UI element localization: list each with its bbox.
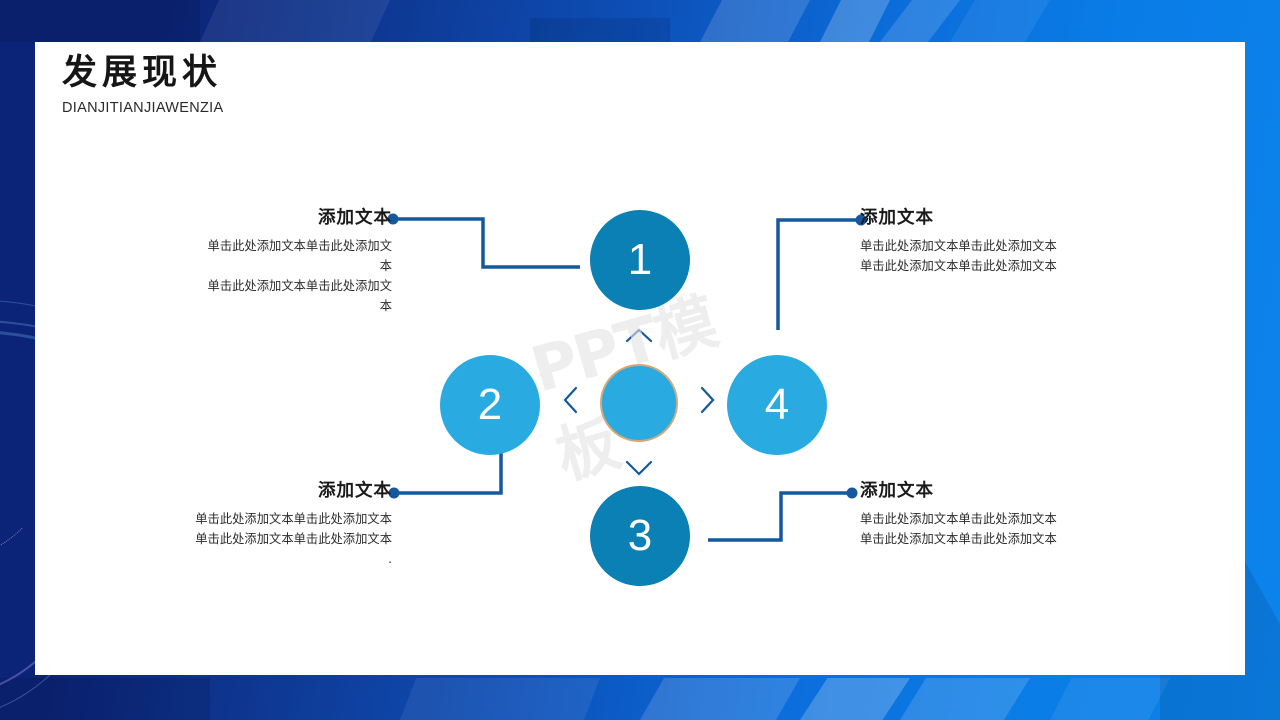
node-label-4: 4	[764, 380, 790, 429]
text-block-bottom-right[interactable]: 添加文本 单击此处添加文本单击此处添加文本 单击此处添加文本单击此处添加文本	[860, 480, 1180, 549]
chevron-down-icon	[625, 460, 653, 476]
text-line: 单击此处添加文本单击此处添加文本	[860, 259, 1057, 273]
text-block-heading: 添加文本	[318, 208, 392, 228]
node-circle-2[interactable]: 2	[440, 355, 540, 455]
text-line: 本	[379, 259, 392, 273]
text-line: 单击此处添加文本单击此处添加文本	[860, 532, 1057, 546]
text-block-body: 单击此处添加文本单击此处添加文本 单击此处添加文本单击此处添加文本 .	[80, 509, 392, 569]
hub-circle[interactable]	[600, 364, 678, 442]
node-circle-1[interactable]: 1	[590, 210, 690, 310]
text-block-heading: 添加文本	[860, 481, 934, 501]
connector-line-1	[395, 217, 580, 269]
connector-lines	[387, 213, 867, 542]
text-line: 单击此处添加文本单击此处添加文本	[195, 512, 392, 526]
text-line: .	[388, 552, 392, 566]
node-label-1: 1	[627, 235, 653, 284]
connector-dot-1	[387, 213, 399, 225]
text-line: 单击此处添加文本单击此处添加文本	[195, 532, 392, 546]
text-block-body: 单击此处添加文本单击此处添加文 本 单击此处添加文本单击此处添加文 本	[95, 236, 392, 316]
node-circle-3[interactable]: 3	[590, 486, 690, 586]
text-block-body: 单击此处添加文本单击此处添加文本 单击此处添加文本单击此处添加文本	[860, 236, 1180, 276]
connector-line-3	[708, 491, 853, 542]
text-block-bottom-left[interactable]: 添加文本 单击此处添加文本单击此处添加文本 单击此处添加文本单击此处添加文本 .	[80, 480, 392, 569]
chevron-right-icon	[700, 386, 715, 414]
diagram-stage: PPT模板 1 2 3 4 添加文本 单击此处添加文本单击此处添加文 本	[35, 42, 1245, 675]
text-block-top-right[interactable]: 添加文本 单击此处添加文本单击此处添加文本 单击此处添加文本单击此处添加文本	[860, 207, 1180, 276]
text-block-top-left[interactable]: 添加文本 单击此处添加文本单击此处添加文 本 单击此处添加文本单击此处添加文 本	[95, 207, 392, 316]
text-block-body: 单击此处添加文本单击此处添加文本 单击此处添加文本单击此处添加文本	[860, 509, 1180, 549]
node-label-2: 2	[477, 380, 503, 429]
text-block-heading: 添加文本	[860, 208, 934, 228]
node-label-3: 3	[627, 511, 653, 560]
connector-line-4	[776, 218, 860, 330]
page-header: 发展现状 DIANJITIANJIAWENZIA	[62, 50, 223, 116]
text-line: 单击此处添加文本单击此处添加文本	[860, 512, 1057, 526]
page-title: 发展现状	[62, 53, 223, 93]
content-card: 发展现状 DIANJITIANJIAWENZIA	[35, 42, 1245, 675]
connector-dot-4	[855, 214, 867, 226]
chevron-left-icon	[563, 386, 578, 414]
node-circle-4[interactable]: 4	[727, 355, 827, 455]
text-line: 本	[379, 299, 392, 313]
text-line: 单击此处添加文本单击此处添加文	[207, 239, 392, 253]
connector-dot-2	[388, 487, 400, 499]
text-line: 单击此处添加文本单击此处添加文本	[860, 239, 1057, 253]
chevron-up-icon	[625, 328, 653, 343]
connector-dot-3	[846, 487, 858, 499]
page-subtitle: DIANJITIANJIAWENZIA	[62, 100, 224, 116]
connector-line-2	[395, 438, 503, 495]
text-block-heading: 添加文本	[318, 481, 392, 501]
text-line: 单击此处添加文本单击此处添加文	[207, 279, 392, 293]
